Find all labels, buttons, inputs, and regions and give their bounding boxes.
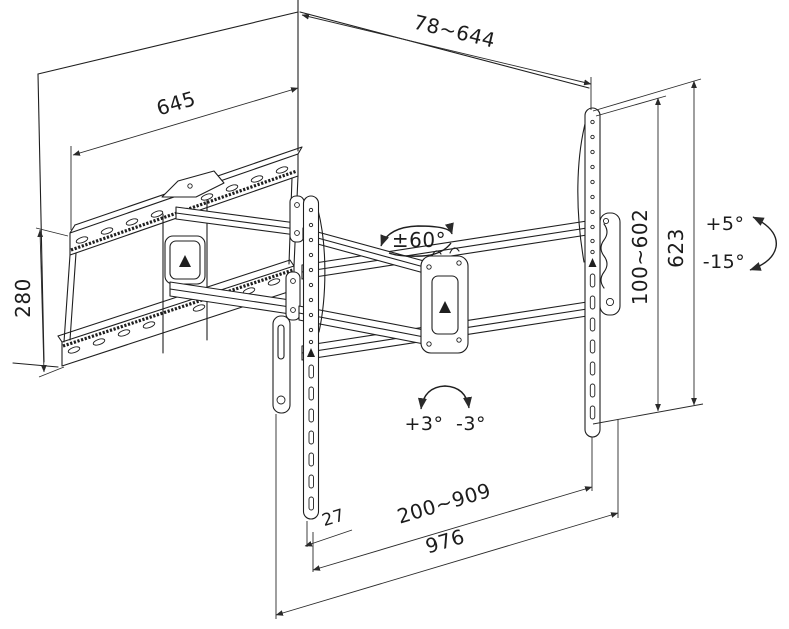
level-arc [417, 385, 472, 410]
wall-bracket-plate [162, 199, 208, 354]
dim-wall-plate-width-label: 645 [154, 86, 199, 120]
tilt-annotation: +5° -15° [703, 213, 777, 273]
upper-arm [175, 195, 425, 274]
dim-bracket-height-label: 623 [664, 228, 688, 268]
swivel-annotation: ±60° [380, 222, 454, 257]
lower-elbow-link [285, 271, 301, 321]
dim-vesa-height-label: 100~602 [628, 209, 652, 306]
left-rail [302, 195, 326, 520]
level-minus-label: -3° [456, 413, 486, 435]
level-annotation: +3° -3° [404, 385, 486, 435]
logo-plate [161, 170, 225, 198]
level-plus-label: +3° [404, 413, 443, 435]
wall-plate-top-rail [69, 146, 303, 256]
brand-triangle-icon [588, 258, 597, 267]
tilt-arc [749, 216, 777, 271]
dim-depth-range-label: 78~644 [411, 10, 498, 53]
wall-plate-bottom-rail [57, 259, 295, 367]
dim-bracket-height: 623 [592, 78, 704, 425]
wall-plate [57, 146, 303, 367]
pivot-plate [420, 247, 469, 354]
swivel-label: ±60° [392, 228, 446, 252]
lower-arm [169, 271, 425, 345]
brand-triangle-icon [439, 301, 451, 313]
swivel-arc [380, 222, 454, 247]
tilt-down-label: -15° [703, 251, 746, 273]
tilt-up-label: +5° [705, 213, 744, 235]
dim-wall-plate-height: 280 [11, 227, 69, 378]
dim-vesa-height: 100~602 [595, 95, 667, 412]
left-rail-clamp [272, 315, 291, 414]
swivel-arc-lower [388, 242, 452, 257]
dim-depth-range: 78~644 [301, 10, 592, 110]
right-rail-clamp [599, 212, 621, 316]
brand-triangle-icon [179, 255, 191, 267]
dim-wall-plate-height-label: 280 [11, 278, 35, 318]
brand-triangle-icon [307, 348, 315, 357]
right-rail [577, 107, 601, 438]
dim-rail-offset-label: 27 [320, 505, 347, 531]
dim-overall-width-label: 976 [423, 524, 468, 558]
